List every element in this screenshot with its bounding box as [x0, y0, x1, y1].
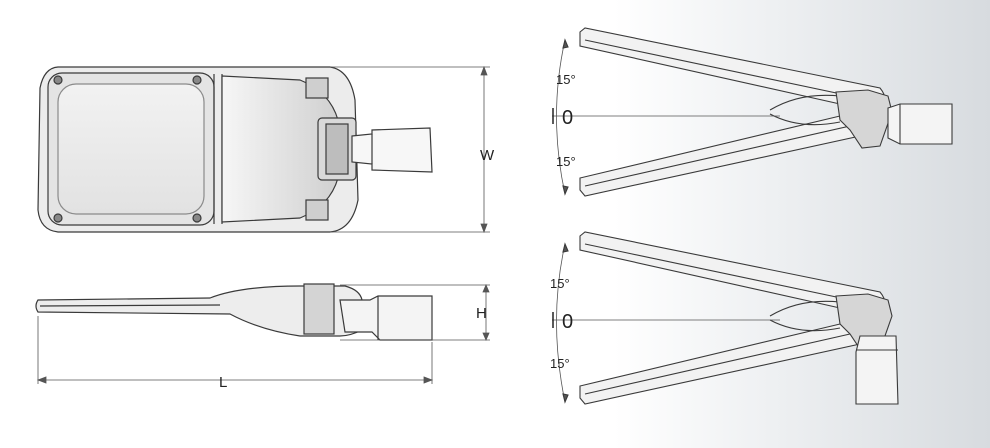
height-label: H: [476, 305, 487, 322]
tilt1-angle-down: 15°: [556, 154, 576, 169]
tilt1-angle-up: 15°: [556, 72, 576, 87]
top-view-lens: [57, 83, 205, 215]
screw-bottom-left: [53, 213, 63, 223]
tilt-view-2: [552, 231, 899, 405]
side-view-housing: [35, 285, 363, 337]
hinge-bottom: [305, 199, 329, 221]
tilt1-bracket: [835, 89, 893, 149]
tilt1-zero: 0: [562, 107, 573, 129]
length-label: L: [219, 374, 227, 391]
tilt2-zero: 0: [562, 311, 573, 333]
side-view: [35, 283, 433, 341]
width-dimension: [330, 65, 490, 234]
length-dimension: [36, 316, 434, 384]
height-dimension: [340, 283, 490, 342]
screw-bottom-right: [192, 213, 202, 223]
tilt1-lower-luminaire: [579, 115, 870, 197]
tilt2-lower-luminaire: [579, 323, 870, 405]
hinge-top: [305, 77, 329, 99]
side-view-driver-box: [303, 283, 335, 335]
screw-top-left: [53, 75, 63, 85]
tilt2-angle-up: 15°: [550, 276, 570, 291]
top-view: [37, 66, 433, 233]
tilt2-pole-adapter: [855, 335, 899, 405]
width-label: W: [480, 147, 495, 164]
screw-top-right: [192, 75, 202, 85]
tilt1-pole-adapter: [887, 103, 953, 145]
tilt2-angle-down: 15°: [550, 356, 570, 371]
tilt-view-1: [552, 27, 953, 197]
pole-adapter: [351, 127, 433, 173]
